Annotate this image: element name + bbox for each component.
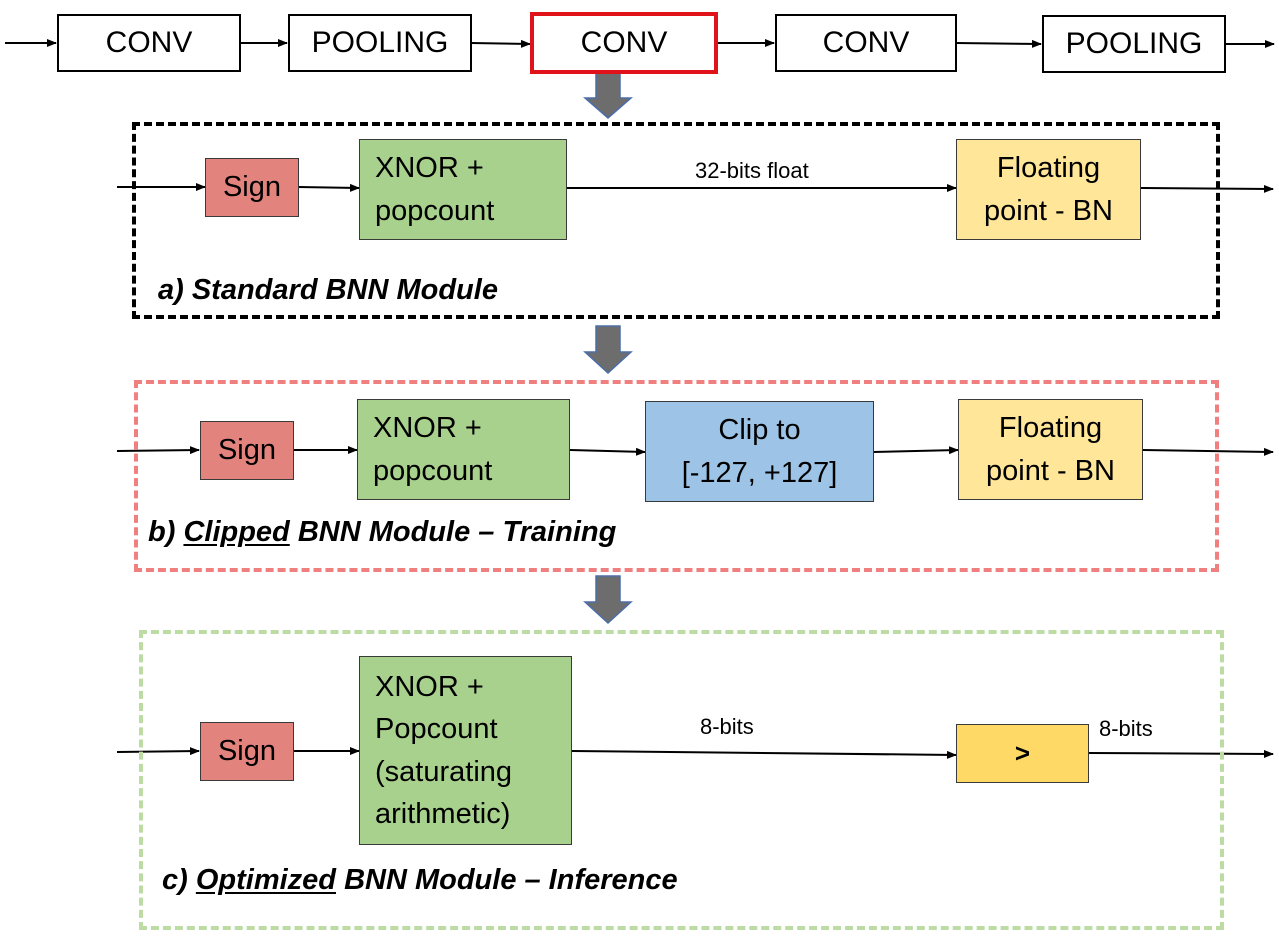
module-c-compare-block: >	[956, 724, 1089, 783]
down-arrow-icon	[582, 71, 634, 119]
module-b-bn-line-1: Floating	[998, 412, 1103, 445]
module-a-xnor-block: XNOR + popcount	[359, 139, 567, 240]
arrow-b-xnor-clip	[569, 447, 646, 456]
module-b-frame	[134, 380, 1219, 572]
module-c-xnor-line-1: XNOR +	[375, 671, 484, 704]
module-a-caption: a) Standard BNN Module	[158, 274, 498, 306]
down-arrow-icon	[583, 325, 633, 375]
arrow-pool1-conv2	[470, 39, 531, 48]
module-c-caption: c) Optimized BNN Module – Inference	[162, 864, 678, 897]
module-c-sign-label: Sign	[217, 735, 277, 768]
module-c-xnor-block: XNOR + Popcount (saturating arithmetic)	[359, 656, 572, 845]
pipeline-conv-1-label: CONV	[105, 26, 193, 59]
module-c-edge-label-2: 8-bits	[1099, 716, 1153, 741]
module-c-caption-emphasis: Optimized	[195, 864, 337, 896]
pipeline-pooling-1-label: POOLING	[311, 26, 449, 59]
module-c-xnor-line-3: (saturating	[375, 755, 513, 788]
module-c-edge-label-1: 8-bits	[700, 714, 754, 739]
module-a-bn-line-1: Floating	[996, 152, 1101, 185]
arrow-b-in	[116, 446, 200, 455]
module-a-xnor-line-1: XNOR +	[375, 152, 484, 185]
pipeline-pooling-2: POOLING	[1042, 15, 1226, 73]
module-b-caption: b) Clipped BNN Module – Training	[148, 516, 616, 549]
module-b-sign-label: Sign	[217, 434, 277, 467]
module-a-bn-block: Floating point - BN	[956, 139, 1141, 240]
module-a-xnor-line-2: popcount	[375, 194, 495, 227]
module-b-xnor-line-2: popcount	[373, 454, 493, 487]
arrow-a-sign-xnor	[297, 183, 360, 192]
module-b-caption-emphasis: Clipped	[183, 516, 290, 548]
pipeline-conv-3-label: CONV	[822, 26, 910, 59]
module-a-sign-block: Sign	[205, 158, 299, 217]
module-b-xnor-line-1: XNOR +	[373, 412, 482, 445]
pipeline-conv-1: CONV	[57, 14, 241, 72]
down-arrow-icon	[583, 575, 633, 625]
module-b-caption-rest: BNN Module – Training	[289, 516, 617, 548]
module-a-bn-line-2: point - BN	[984, 194, 1113, 227]
module-a-edge-label: 32-bits float	[695, 158, 809, 183]
pipeline-pooling-2-label: POOLING	[1065, 27, 1203, 60]
module-c-compare-label: >	[1014, 737, 1031, 768]
module-b-clip-line-1: Clip to	[718, 414, 801, 447]
module-b-clip-block: Clip to [-127, +127]	[645, 401, 874, 502]
module-b-bn-block: Floating point - BN	[958, 399, 1143, 500]
module-c-xnor-line-2: Popcount	[375, 713, 498, 746]
module-b-bn-line-2: point - BN	[986, 454, 1115, 487]
pipeline-pooling-1: POOLING	[288, 14, 472, 72]
arrow-b-out	[1141, 447, 1274, 456]
module-c-frame	[139, 630, 1224, 930]
arrow-c-in	[116, 747, 200, 756]
module-c-sign-block: Sign	[200, 722, 294, 781]
module-b-sign-block: Sign	[200, 421, 294, 480]
module-b-caption-prefix: b)	[148, 516, 184, 548]
module-a-frame	[132, 122, 1220, 319]
module-b-clip-line-2: [-127, +127]	[681, 456, 838, 489]
pipeline-conv-2-highlighted: CONV	[530, 12, 718, 74]
arrow-a-out	[1139, 184, 1274, 193]
module-c-xnor-line-4: arithmetic)	[375, 797, 511, 830]
module-a-sign-label: Sign	[222, 171, 282, 204]
module-c-caption-prefix: c)	[162, 864, 196, 896]
pipeline-conv-3: CONV	[775, 14, 957, 72]
arrow-c-out	[1088, 749, 1274, 758]
pipeline-conv-2-label: CONV	[580, 26, 668, 59]
arrow-b-clip-bn	[872, 446, 959, 455]
module-b-xnor-block: XNOR + popcount	[357, 399, 570, 500]
module-c-caption-rest: BNN Module – Inference	[336, 864, 678, 896]
arrow-conv3-pool2	[955, 39, 1042, 48]
arrow-c-xnor-cmp	[571, 750, 957, 759]
